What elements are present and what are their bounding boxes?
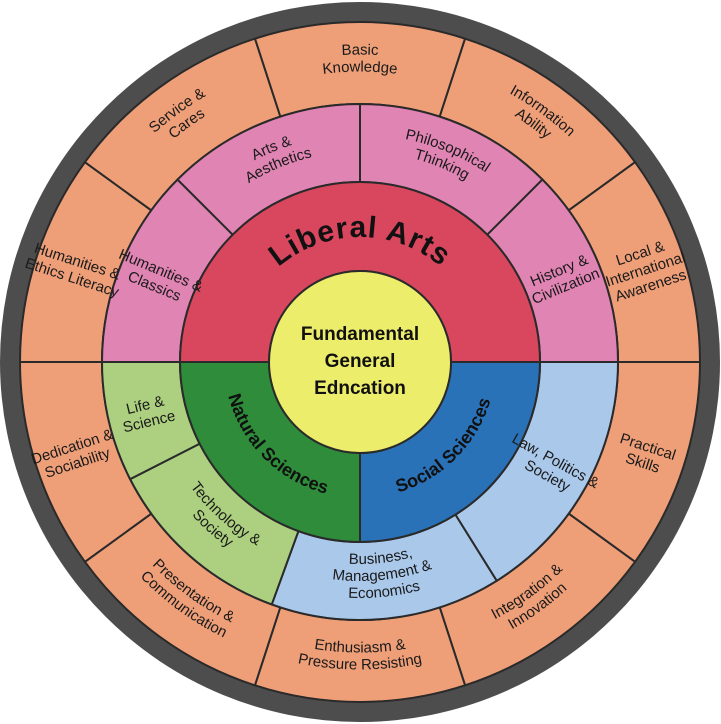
center-label: General xyxy=(325,351,396,372)
outer-segment-label: Enthusiasm & xyxy=(313,636,406,657)
outer-segment-label: Basic xyxy=(341,41,379,59)
center-label: Edncation xyxy=(314,378,406,399)
center-label: Fundamental xyxy=(301,324,419,345)
center-circle xyxy=(268,270,452,454)
outer-segment-label: Pressure Resisting xyxy=(297,650,424,673)
outer-segment-label: Knowledge xyxy=(322,58,399,77)
